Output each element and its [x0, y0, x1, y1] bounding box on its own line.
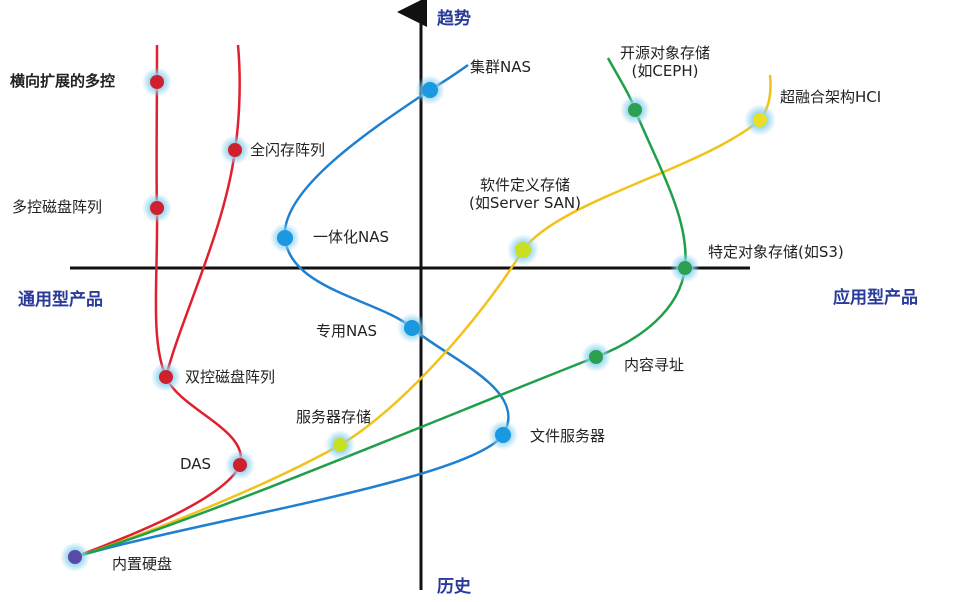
node-dedicated-nas — [397, 313, 427, 343]
label-dedicated-nas: 专用NAS — [316, 322, 378, 340]
node-open-object-storage — [620, 95, 650, 125]
node-software-defined-storage — [507, 234, 539, 266]
label-dual-controller-disk-array: 双控磁盘阵列 — [185, 368, 276, 386]
node-integrated-nas — [270, 223, 300, 253]
node-scale-out-multi-controller — [142, 67, 172, 97]
node-specific-object-storage — [670, 253, 700, 283]
node-cluster-nas — [415, 75, 445, 105]
label-open-object-storage: 开源对象存储 (如CEPH) — [605, 44, 725, 80]
blue-curve-nas — [74, 63, 510, 559]
axis-label-general-products: 通用型产品 — [18, 290, 103, 310]
label-scale-out-multi-controller: 横向扩展的多控 — [10, 72, 116, 90]
label-internal-disk: 内置硬盘 — [112, 555, 173, 573]
label-open-object-line2: (如CEPH) — [631, 62, 699, 80]
label-hci: 超融合架构HCI — [780, 88, 882, 106]
axis-label-history: 历史 — [437, 577, 471, 597]
node-multi-controller-disk-array — [142, 193, 172, 223]
node-content-addressing — [581, 342, 611, 372]
axis-label-trend: 趋势 — [437, 9, 471, 29]
node-das — [225, 450, 255, 480]
yellow-curve-sds — [74, 74, 772, 559]
label-software-defined-storage: 软件定义存储 (如Server SAN) — [455, 176, 595, 212]
node-server-storage — [325, 430, 355, 460]
node-hci — [744, 104, 776, 136]
node-dual-controller-disk-array — [151, 362, 181, 392]
label-open-object-line1: 开源对象存储 — [619, 44, 710, 62]
label-all-flash-array: 全闪存阵列 — [250, 141, 326, 159]
label-multi-controller-disk-array: 多控磁盘阵列 — [12, 198, 103, 216]
label-das: DAS — [180, 455, 212, 473]
label-cluster-nas: 集群NAS — [470, 58, 532, 76]
label-content-addressing: 内容寻址 — [624, 356, 685, 374]
label-sds-line2: (如Server SAN) — [469, 194, 581, 212]
label-sds-line1: 软件定义存储 — [479, 176, 570, 194]
red-curve-all-flash — [164, 44, 241, 378]
axis-label-application-products: 应用型产品 — [833, 288, 918, 308]
label-specific-object-storage: 特定对象存储(如S3) — [708, 243, 844, 261]
node-internal-disk — [60, 542, 90, 572]
label-server-storage: 服务器存储 — [296, 408, 372, 426]
label-integrated-nas: 一体化NAS — [313, 228, 390, 246]
node-file-server — [488, 420, 518, 450]
green-curve-object — [74, 57, 687, 559]
label-file-server: 文件服务器 — [530, 427, 606, 445]
node-all-flash-array — [220, 135, 250, 165]
